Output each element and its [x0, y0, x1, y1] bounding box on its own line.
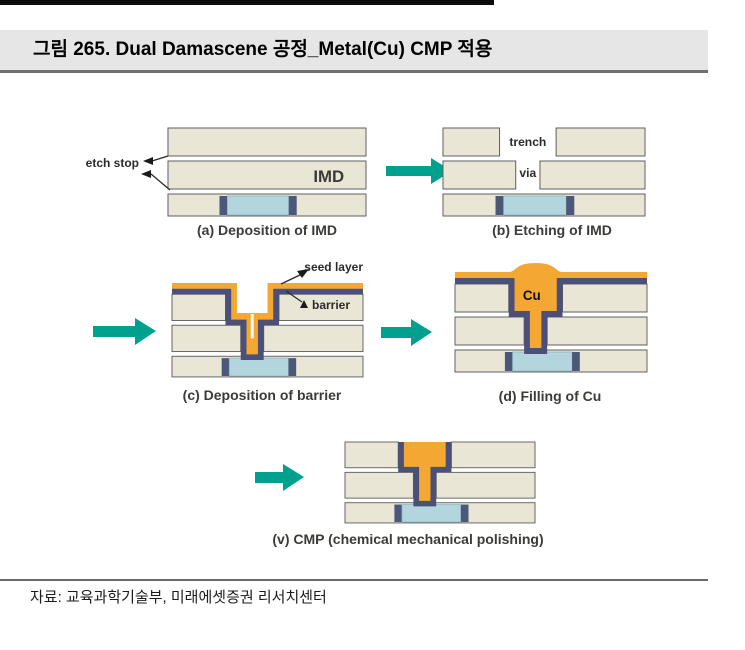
lower-metal-line: [512, 351, 573, 372]
seed-layer-arrowhead: [297, 269, 309, 278]
caption-a: (a) Deposition of IMD: [197, 222, 337, 238]
copper-fill: [455, 263, 647, 348]
top-dielectric-left: [442, 127, 501, 157]
seed-layer-label: seed layer: [304, 260, 363, 274]
barrier-arrowhead: [300, 300, 308, 308]
barrier-bar-right: [288, 196, 297, 215]
caption-d: (d) Filling of Cu: [499, 388, 602, 404]
imd-right: [546, 316, 648, 346]
barrier-label: barrier: [312, 298, 350, 312]
barrier-liner: [455, 278, 647, 354]
barrier-bar-left: [219, 196, 228, 215]
flow-arrow-4: [255, 464, 304, 491]
imd-left: [344, 471, 414, 499]
via-label: via: [519, 166, 536, 180]
imd-right: [263, 324, 364, 353]
trench-opening: [236, 282, 268, 314]
top-dielectric-layer: [167, 127, 367, 157]
imd-label: IMD: [313, 167, 344, 186]
flow-arrow-3: [381, 319, 432, 346]
trench-label: trench: [509, 135, 546, 149]
panel-c: [171, 282, 364, 378]
flow-arrow-2: [93, 318, 156, 345]
barrier-liner: [172, 288, 363, 361]
imd-right: [539, 160, 646, 190]
imd-left: [442, 160, 517, 190]
barrier-line: [285, 290, 303, 303]
barrier-bar-left: [495, 196, 504, 215]
bottom-rule: [0, 579, 708, 581]
copper-plug: [403, 442, 446, 501]
cu-label: Cu: [523, 288, 541, 303]
caption-v: (v) CMP (chemical mechanical polishing): [272, 531, 543, 547]
barrier-bar-left: [394, 504, 402, 523]
imd-left: [171, 324, 242, 353]
lower-metal-line: [228, 357, 289, 377]
etch-stop-line-upper: [151, 155, 169, 162]
top-dielectric-right: [278, 293, 364, 322]
barrier-bar-left: [504, 352, 513, 371]
lower-metal-line: [401, 504, 462, 523]
barrier-bar-right: [566, 196, 575, 215]
etch-stop-arrowhead-upper: [143, 157, 153, 165]
barrier-bar-right: [288, 358, 297, 376]
etch-stop-line-lower: [150, 173, 171, 191]
panel-d: Cu: [454, 263, 648, 373]
top-dielectric-right: [450, 441, 536, 469]
lower-metal-line: [503, 195, 567, 216]
barrier-bar-right: [460, 504, 469, 523]
panel-b: trench via: [442, 127, 646, 217]
caption-b: (b) Etching of IMD: [492, 222, 612, 238]
imd-right: [435, 471, 536, 499]
panel-a: IMD: [167, 127, 367, 217]
top-dielectric-left: [344, 441, 399, 469]
top-dielectric-right: [562, 283, 648, 313]
flow-arrow-1: [386, 158, 452, 184]
barrier-bar-right: [572, 352, 580, 371]
via-slot: [250, 313, 254, 339]
imd-left: [454, 316, 525, 346]
top-rule: [0, 0, 494, 5]
panel-v: [344, 441, 536, 524]
seed-liner: [172, 282, 363, 355]
barrier-bar-left: [221, 358, 230, 376]
source-note: 자료: 교육과학기술부, 미래에셋증권 리서치센터: [30, 589, 327, 606]
figure-title: 그림 265. Dual Damascene 공정_Metal(Cu) CMP …: [33, 39, 493, 60]
imd-layer: [167, 160, 367, 190]
lower-metal-line: [227, 195, 290, 216]
figure-header: 그림 265. Dual Damascene 공정_Metal(Cu) CMP …: [0, 30, 708, 73]
top-dielectric-left: [171, 293, 226, 322]
top-dielectric-right: [555, 127, 646, 157]
etch-stop-label: etch stop: [86, 156, 139, 170]
top-dielectric-left: [454, 283, 510, 313]
caption-c: (c) Deposition of barrier: [183, 387, 342, 403]
etch-stop-arrowhead-lower: [141, 170, 151, 178]
seed-layer-line: [280, 273, 303, 285]
